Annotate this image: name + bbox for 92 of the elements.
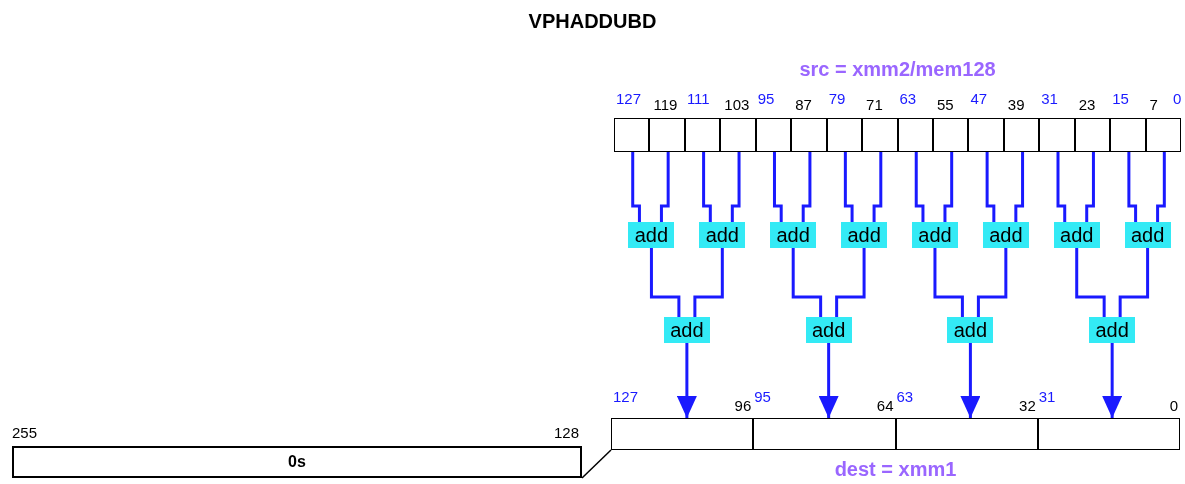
register-cell	[862, 118, 898, 152]
bit-index: 0	[1173, 90, 1182, 107]
bit-index: 71	[866, 96, 883, 113]
adder-box: add	[805, 317, 852, 343]
bit-index: 63	[896, 388, 914, 405]
connector-line	[943, 152, 954, 222]
bit-index: 7	[1149, 96, 1158, 113]
register-cell	[791, 118, 827, 152]
bit-index: 95	[757, 90, 775, 107]
connector-line	[1075, 248, 1106, 317]
connector-line	[835, 248, 866, 317]
register-cell	[1145, 118, 1182, 152]
adder-box: add	[947, 317, 994, 343]
adder-box: add	[628, 222, 675, 248]
adder-box: add	[1089, 317, 1136, 343]
connector-line	[914, 152, 925, 222]
bit-index: 15	[1112, 90, 1129, 107]
arrow	[818, 343, 839, 418]
connector-line	[581, 449, 612, 479]
register-cell	[649, 118, 685, 152]
bit-index: 255	[12, 424, 38, 441]
connector-line	[791, 248, 823, 317]
register-cell	[1110, 118, 1146, 152]
register-cell	[1039, 118, 1075, 152]
bit-index: 128	[553, 424, 579, 441]
bit-index: 127	[616, 90, 642, 107]
adder-box: add	[911, 222, 958, 248]
bit-index: 39	[1007, 96, 1025, 113]
register-field: 0s	[12, 446, 582, 478]
bit-index: 103	[724, 96, 750, 113]
connector-line	[730, 152, 741, 222]
arrow	[1102, 343, 1123, 418]
connector-line	[649, 248, 681, 317]
bit-index: 119	[653, 96, 678, 113]
register-cell	[611, 418, 754, 450]
bit-index: 31	[1038, 388, 1056, 405]
register-cell	[1037, 418, 1180, 450]
diagram-title: VPHADDUBD	[527, 10, 658, 33]
bit-index: 55	[936, 96, 954, 113]
connector-line	[976, 248, 1008, 317]
adder-box: add	[663, 317, 710, 343]
bit-index: 95	[754, 388, 771, 405]
adder-box: add	[982, 222, 1029, 248]
connector-line	[702, 152, 712, 222]
register-cell	[1074, 118, 1111, 152]
bit-index: 63	[899, 90, 917, 107]
bit-index: 31	[1041, 90, 1058, 107]
bit-index: 47	[970, 90, 988, 107]
connector-line	[933, 248, 964, 317]
register-cell	[614, 118, 650, 152]
register-cell	[755, 118, 792, 152]
register-cell	[826, 118, 863, 152]
bit-index: 0	[1169, 397, 1178, 414]
connector-line	[872, 152, 883, 222]
bit-index: 64	[876, 397, 894, 414]
adder-box: add	[770, 222, 817, 248]
connector-line	[631, 152, 641, 222]
register-cell	[720, 118, 756, 152]
connector-line	[1127, 152, 1138, 222]
register-name: dest = xmm1	[833, 458, 958, 481]
bit-index: 111	[686, 90, 710, 107]
connector-line	[659, 152, 670, 222]
register-cell	[753, 418, 896, 450]
connector-line	[843, 152, 854, 222]
adder-box: add	[841, 222, 888, 248]
register-cell	[895, 418, 1038, 450]
connector-line	[1085, 152, 1095, 222]
connector-line	[801, 152, 812, 222]
connector-line	[773, 152, 783, 222]
adder-box: add	[699, 222, 746, 248]
register-cell	[897, 118, 933, 152]
register-cell	[684, 118, 721, 152]
register-cell	[1003, 118, 1040, 152]
connector-line	[1014, 152, 1025, 222]
register-cell	[932, 118, 969, 152]
adder-box: add	[1124, 222, 1171, 248]
connector-line	[1056, 152, 1067, 222]
connector-line	[693, 248, 724, 317]
arrow	[960, 343, 981, 418]
bit-index: 79	[828, 90, 846, 107]
bit-index: 23	[1078, 96, 1096, 113]
bit-index: 87	[795, 96, 812, 113]
adder-box: add	[1053, 222, 1100, 248]
bit-index: 32	[1019, 397, 1036, 414]
bit-index: 96	[734, 397, 752, 414]
register-name: src = xmm2/mem128	[798, 58, 997, 81]
connector-line	[1118, 248, 1150, 317]
bit-index: 127	[613, 388, 639, 405]
arrow	[676, 343, 697, 418]
connector-line	[1156, 152, 1166, 222]
connector-line	[985, 152, 996, 222]
register-cell	[968, 118, 1004, 152]
